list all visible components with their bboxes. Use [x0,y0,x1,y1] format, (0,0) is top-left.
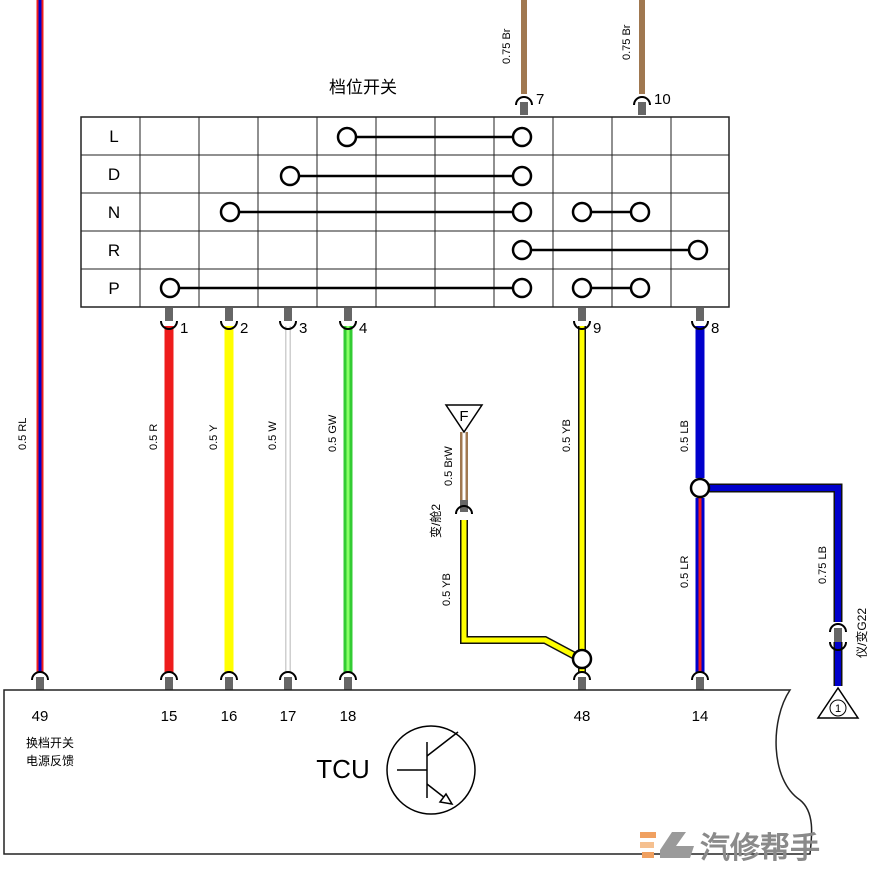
contact-d [279,165,533,187]
tcu-pin-16: 16 [221,708,238,725]
ground-label: 1 [835,703,841,715]
pin-8-label: 8 [711,320,719,337]
row-label-l: L [109,127,118,146]
tcu-pin-14: 14 [692,708,709,725]
tcu-pin-15: 15 [161,708,178,725]
splice-lb [689,477,711,499]
wire-label-w: 0.5 W [267,421,279,450]
wire-label-lr: 0.5 LR [679,556,691,588]
row-label-p: P [108,279,119,298]
f-conn-code: 变/舱2 [428,504,443,538]
watermark-logo [640,832,694,858]
pin-7-label: 7 [536,91,544,108]
tcu-pin-48: 48 [574,708,591,725]
pin-10-label: 10 [654,91,671,108]
pin-3-label: 3 [299,320,307,337]
tcu-pin-17: 17 [280,708,297,725]
tcu-box [3,689,813,855]
wire-label-br-7: 0.75 Br [501,28,513,64]
switch-title: 档位开关 [329,78,397,97]
tcu-pin-18: 18 [340,708,357,725]
contact-l [336,126,533,148]
wire-label-br-10: 0.75 Br [621,24,633,60]
splice-48 [571,648,593,670]
pin-4-label: 4 [359,320,367,337]
pin-1-label: 1 [180,320,188,337]
contact-r [511,239,709,261]
contact-p [159,277,651,299]
tcu-pin-terminals [31,671,709,690]
row-label-r: R [108,241,120,260]
wire-label-y: 0.5 Y [208,424,220,450]
transistor-icon [386,725,476,815]
wire-label-lb-075: 0.75 LB [817,546,829,584]
tcu-note-line2: 电源反馈 [26,754,74,768]
row-label-d: D [108,165,120,184]
pin-2-label: 2 [240,320,248,337]
wire-label-lb-8: 0.5 LB [679,420,691,452]
contact-n [219,201,651,223]
pin-9-label: 9 [593,320,601,337]
wire-lb-075 [709,483,843,686]
tcu-pin-49: 49 [32,708,49,725]
ground-connector: 1 [816,623,860,719]
ground-conn-code: 仪/变G22 [854,608,869,658]
tcu-note-line1: 换档开关 [26,736,74,750]
wire-label-yb-9: 0.5 YB [561,419,573,452]
wire-label-brw: 0.5 BrW [443,446,455,486]
wire-label-rl: 0.5 RL [17,418,29,450]
wire-label-r: 0.5 R [148,424,160,450]
wire-label-yb-f: 0.5 YB [441,573,453,606]
f-connector: F [444,404,484,515]
wire-label-gw: 0.5 GW [327,414,339,452]
f-connector-label: F [459,408,468,425]
watermark-text: 汽修帮手 [700,832,820,865]
shift-switch-table: L D N R P [80,116,730,308]
wire-yb-f [460,520,577,660]
row-label-n: N [108,203,120,222]
tcu-label: TCU [316,754,369,784]
bottom-pin-terminals [160,308,709,330]
top-pin-terminals [515,96,651,115]
